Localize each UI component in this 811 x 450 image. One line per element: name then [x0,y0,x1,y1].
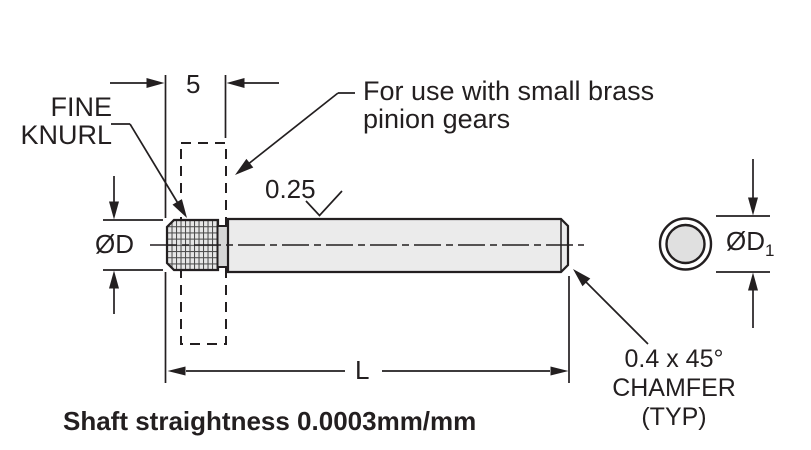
note-shaft-straightness: Shaft straightness 0.0003mm/mm [63,406,477,436]
dimension-lines [109,78,758,376]
callout-chamfer-line2: CHAMFER [612,374,736,402]
callout-chamfer-line1: 0.4 x 45° [624,345,724,373]
extension-lines [103,75,770,383]
leader-chamfer [583,279,649,345]
leader-lines [111,92,649,345]
neck-section [216,225,229,268]
dim-label-shaft-diameter-subscript: 1 [765,241,775,261]
leader-edge-radius [305,190,343,217]
knurl-section [165,218,220,272]
shaft-body [226,217,570,274]
arrowhead [235,158,254,175]
callout-chamfer-line3: (TYP) [641,403,707,431]
callout-fine-knurl-line2: KNURL [20,120,112,150]
dim-label-shaft-diameter-prefix: ØD [726,226,765,256]
arrowhead [109,270,119,289]
arrowhead [748,272,758,291]
callout-fine-knurl: FINE KNURL [14,93,112,149]
arrowhead [573,269,591,287]
dim-label-edge-radius: 0.25 [265,174,316,204]
arrowhead [167,366,186,376]
arrowhead [109,201,119,220]
arrowhead [226,78,245,88]
shaft-end-view [658,217,713,271]
arrowhead [172,199,187,218]
callout-usage-line2: pinion gears [363,104,511,134]
dim-label-knurl-diameter: ØD [95,229,134,259]
dim-label-knurl-length: 5 [186,69,201,99]
callout-fine-knurl-line1: FINE [50,92,112,122]
arrowhead [550,366,569,376]
callout-chamfer: 0.4 x 45° CHAMFER (TYP) [574,345,774,432]
dim-label-overall-length: L [355,355,370,385]
arrowhead [146,78,165,88]
arrowhead [748,197,758,216]
callout-usage-line1: For use with small brass [363,76,655,106]
dim-label-shaft-diameter: ØD1 [726,228,774,264]
end-view-inner-circle [665,223,706,265]
callout-usage: For use with small brass pinion gears [363,77,654,133]
